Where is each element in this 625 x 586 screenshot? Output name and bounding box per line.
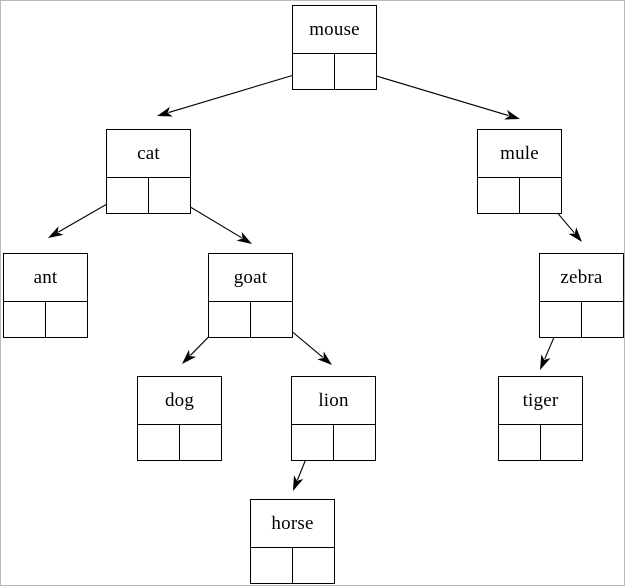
tree-node-pointer-row — [251, 548, 334, 583]
tree-node-label: ant — [4, 254, 87, 302]
right-child-pointer-cell[interactable] — [334, 425, 376, 460]
tree-node-label: lion — [292, 377, 375, 425]
tree-node-mule[interactable]: mule — [477, 129, 562, 214]
right-child-pointer-cell[interactable] — [520, 178, 562, 213]
tree-node-pointer-row — [292, 425, 375, 460]
edge-arrowhead-icon — [182, 349, 197, 364]
left-child-pointer-cell[interactable] — [293, 54, 335, 89]
tree-node-label: horse — [251, 500, 334, 548]
edge-arrowhead-icon — [236, 231, 252, 244]
tree-edge-mouse-left-cat — [157, 68, 315, 117]
left-child-pointer-cell[interactable] — [4, 302, 46, 337]
tree-node-ant[interactable]: ant — [3, 253, 88, 338]
left-child-pointer-cell[interactable] — [138, 425, 180, 460]
tree-node-dog[interactable]: dog — [137, 376, 222, 461]
right-child-pointer-cell[interactable] — [541, 425, 583, 460]
tree-node-pointer-row — [209, 302, 292, 337]
left-child-pointer-cell[interactable] — [107, 178, 149, 213]
tree-node-mouse[interactable]: mouse — [292, 5, 377, 90]
left-child-pointer-cell[interactable] — [209, 302, 251, 337]
tree-node-horse[interactable]: horse — [250, 499, 335, 584]
tree-edge-mouse-right-mule — [352, 68, 520, 120]
left-child-pointer-cell[interactable] — [251, 548, 293, 583]
tree-node-pointer-row — [293, 54, 376, 89]
tree-node-pointer-row — [107, 178, 190, 213]
right-child-pointer-cell[interactable] — [335, 54, 377, 89]
right-child-pointer-cell[interactable] — [180, 425, 222, 460]
tree-node-pointer-row — [478, 178, 561, 213]
right-child-pointer-cell[interactable] — [149, 178, 191, 213]
edge-arrowhead-icon — [293, 475, 304, 491]
edge-arrowhead-icon — [504, 109, 520, 120]
tree-node-cat[interactable]: cat — [106, 129, 191, 214]
tree-node-goat[interactable]: goat — [208, 253, 293, 338]
right-child-pointer-cell[interactable] — [46, 302, 88, 337]
right-child-pointer-cell[interactable] — [293, 548, 335, 583]
tree-node-pointer-row — [540, 302, 623, 337]
left-child-pointer-cell[interactable] — [478, 178, 520, 213]
right-child-pointer-cell[interactable] — [251, 302, 293, 337]
edge-arrowhead-icon — [540, 354, 551, 370]
tree-node-label: goat — [209, 254, 292, 302]
right-child-pointer-cell[interactable] — [582, 302, 624, 337]
edge-arrowhead-icon — [317, 351, 332, 365]
tree-node-zebra[interactable]: zebra — [539, 253, 624, 338]
tree-node-label: zebra — [540, 254, 623, 302]
edge-arrowhead-icon — [48, 226, 64, 238]
tree-node-label: mule — [478, 130, 561, 178]
edge-arrowhead-icon — [568, 227, 582, 242]
tree-node-label: dog — [138, 377, 221, 425]
tree-node-lion[interactable]: lion — [291, 376, 376, 461]
tree-node-tiger[interactable]: tiger — [498, 376, 583, 461]
tree-node-label: cat — [107, 130, 190, 178]
tree-node-pointer-row — [499, 425, 582, 460]
edge-arrowhead-icon — [157, 106, 173, 117]
tree-node-label: tiger — [499, 377, 582, 425]
left-child-pointer-cell[interactable] — [499, 425, 541, 460]
tree-node-pointer-row — [4, 302, 87, 337]
left-child-pointer-cell[interactable] — [540, 302, 582, 337]
tree-node-pointer-row — [138, 425, 221, 460]
left-child-pointer-cell[interactable] — [292, 425, 334, 460]
tree-node-label: mouse — [293, 6, 376, 54]
